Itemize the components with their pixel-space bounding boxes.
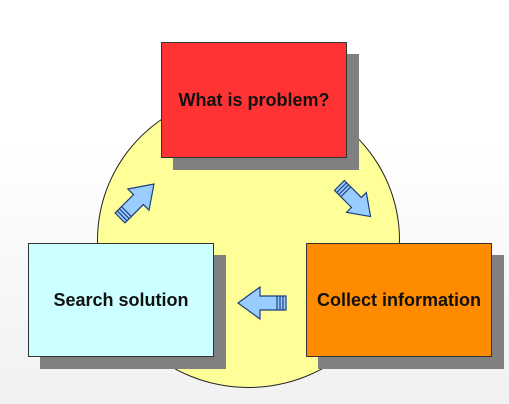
step-search-solution: Search solution [28, 243, 214, 357]
arrow-left-icon [236, 285, 287, 321]
step-label: Collect information [316, 289, 481, 310]
step-collect-information: Collect information [306, 243, 492, 357]
step-label: What is problem? [178, 89, 330, 110]
arrow-up-right-icon [114, 183, 155, 224]
arrow-down-right-icon [333, 179, 372, 218]
step-label: Search solution [53, 289, 189, 310]
step-what-is-problem: What is problem? [161, 42, 347, 158]
